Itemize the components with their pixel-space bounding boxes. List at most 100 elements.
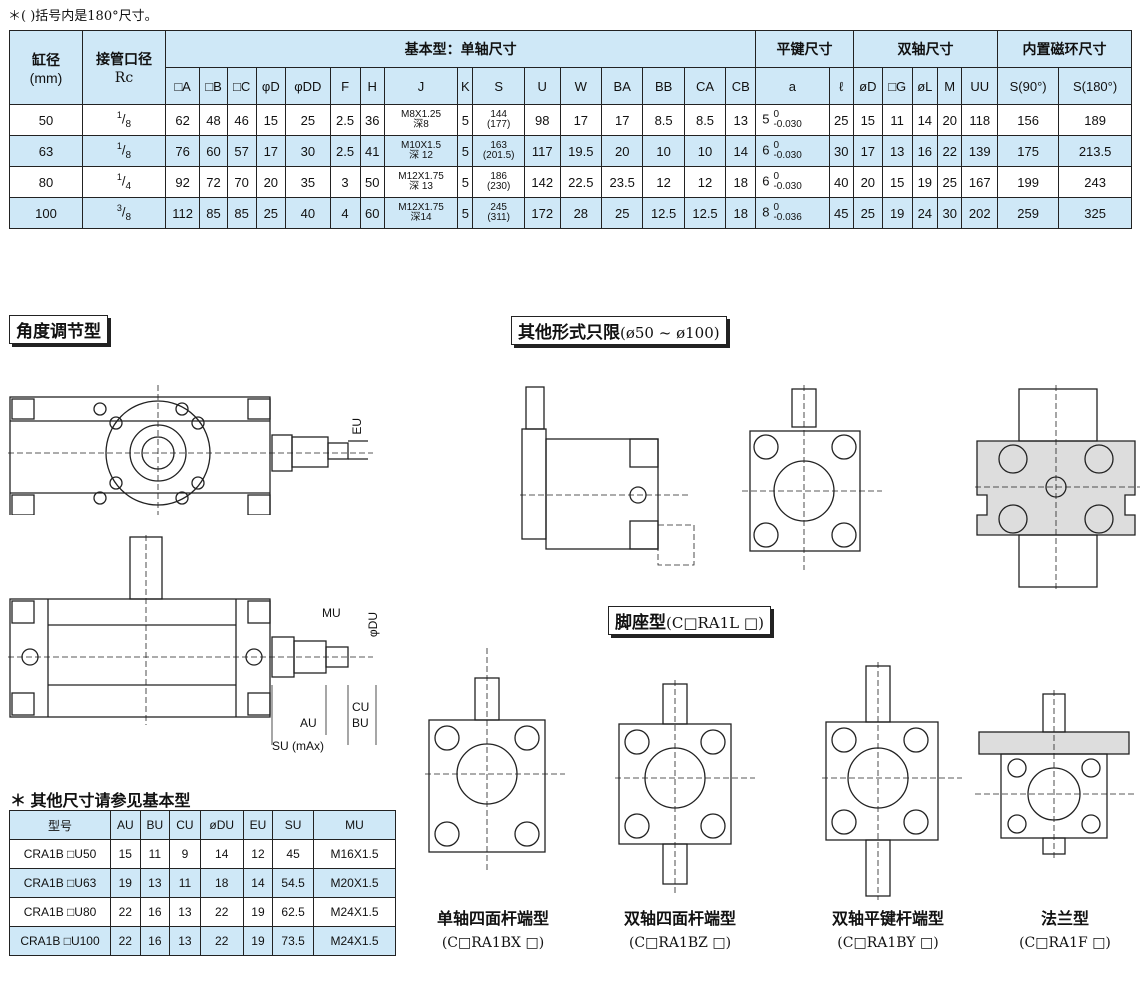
- side-cell: 16: [139, 897, 171, 927]
- magnet-header: 内置磁环尺寸: [997, 30, 1132, 68]
- foot-section-title: 脚座型(C□RA1L □): [608, 606, 771, 635]
- double-rod-key-drawing: [822, 662, 962, 900]
- cell-l: 24: [911, 197, 939, 229]
- port-cell: 3/8: [82, 197, 166, 229]
- single-rod-4face-drawing: [425, 648, 565, 873]
- tol-lower: -0.030: [773, 181, 802, 192]
- s-value: 186: [490, 171, 507, 182]
- side-cell: M24X1.5: [312, 897, 397, 927]
- cell-bb: 10: [642, 135, 685, 167]
- cell-ba: 25: [600, 197, 644, 229]
- cell-s: 186(230): [472, 166, 525, 198]
- cell-h: 50: [359, 166, 385, 198]
- cell-s180: 213.5: [1058, 135, 1132, 167]
- basic-header: 基本型：单轴尺寸: [164, 30, 757, 68]
- cell-a: 62: [164, 104, 201, 136]
- side-cell: 19: [110, 868, 141, 898]
- key-tolerance: 0-0.036: [773, 203, 801, 223]
- cell-m: 25: [937, 166, 963, 198]
- cell-s90: 156: [997, 104, 1060, 136]
- cell-u: 172: [523, 197, 561, 229]
- tol-lower: -0.030: [773, 150, 802, 161]
- side-cell: 22: [199, 897, 244, 927]
- other-side-view-drawing: [520, 386, 695, 566]
- cell-ca: 10: [683, 135, 727, 167]
- side-cell: 15: [110, 839, 141, 869]
- s-value: 144: [490, 109, 507, 120]
- s-value: 245: [490, 202, 507, 213]
- column-header: BA: [600, 67, 644, 105]
- cell-s180: 243: [1058, 166, 1132, 198]
- side-cell: 22: [110, 897, 141, 927]
- port-denominator: 4: [125, 180, 132, 192]
- mu-label: MU: [322, 606, 341, 620]
- cell-s: 144(177): [472, 104, 525, 136]
- side-cell: 11: [139, 839, 171, 869]
- column-header: S: [472, 67, 525, 105]
- port-numerator: 3: [116, 203, 122, 214]
- side-cell: CRA1B □U80: [9, 897, 111, 927]
- cell-cb: 18: [725, 166, 757, 198]
- side-cell: 13: [139, 868, 171, 898]
- tol-lower: -0.036: [773, 212, 802, 223]
- column-header: ℓ: [828, 67, 854, 105]
- cell-od: 15: [852, 104, 883, 136]
- side-cell: 11: [169, 868, 201, 898]
- column-header: φD: [255, 67, 287, 105]
- cell-bb: 12.5: [642, 197, 685, 229]
- cell-dd: 25: [285, 104, 331, 136]
- column-header: a: [755, 67, 830, 105]
- cell-l: 40: [828, 166, 854, 198]
- column-header: □G: [881, 67, 913, 105]
- cell-g: 15: [881, 166, 913, 198]
- cell-b: 48: [199, 104, 228, 136]
- cell-ba: 23.5: [600, 166, 644, 198]
- cell-s180: 189: [1058, 104, 1132, 136]
- key-tolerance: 0-0.030: [773, 110, 801, 130]
- cell-l: 30: [828, 135, 854, 167]
- cell-bb: 12: [642, 166, 685, 198]
- cell-m: 22: [937, 135, 963, 167]
- tol-upper: 0: [773, 140, 780, 151]
- cell-u: 142: [523, 166, 561, 198]
- cell-f: 3: [329, 166, 361, 198]
- key-header: 平键尺寸: [755, 30, 854, 68]
- cell-a: 92: [164, 166, 201, 198]
- s-180-value: (177): [486, 119, 511, 130]
- cell-f: 4: [329, 197, 361, 229]
- side-column-header: 型号: [9, 810, 111, 840]
- side-column-header: BU: [139, 810, 171, 840]
- caption-double-rod-4face: 双轴四面杆端型(C□RA1BZ □): [623, 911, 736, 951]
- cell-s: 163(201.5): [472, 135, 525, 167]
- cell-d: 25: [255, 197, 287, 229]
- double-header: 双轴尺寸: [852, 30, 999, 68]
- key-a-value: 6: [762, 142, 770, 158]
- port-denominator: 8: [125, 118, 132, 130]
- side-cell: 16: [139, 926, 171, 956]
- caption-double-rod-key: 双轴平键杆端型(C□RA1BY □): [831, 911, 944, 951]
- cell-ba: 17: [600, 104, 644, 136]
- cell-l: 19: [911, 166, 939, 198]
- side-cell: 18: [199, 868, 244, 898]
- port-numerator: 1: [116, 172, 122, 183]
- bore-cell: 63: [9, 135, 83, 167]
- bore-cell: 80: [9, 166, 83, 198]
- cell-m: 20: [937, 104, 963, 136]
- side-column-header: MU: [312, 810, 397, 840]
- cu-label: CU: [352, 700, 370, 714]
- cell-s180: 325: [1058, 197, 1132, 229]
- side-cell: 62.5: [272, 897, 314, 927]
- column-header: U: [523, 67, 561, 105]
- cell-h: 36: [359, 104, 385, 136]
- side-cell: 9: [169, 839, 201, 869]
- side-cell: 13: [169, 897, 201, 927]
- cell-l: 45: [828, 197, 854, 229]
- cell-m: 30: [937, 197, 963, 229]
- port-denominator: 8: [125, 211, 132, 223]
- cell-c: 57: [226, 135, 257, 167]
